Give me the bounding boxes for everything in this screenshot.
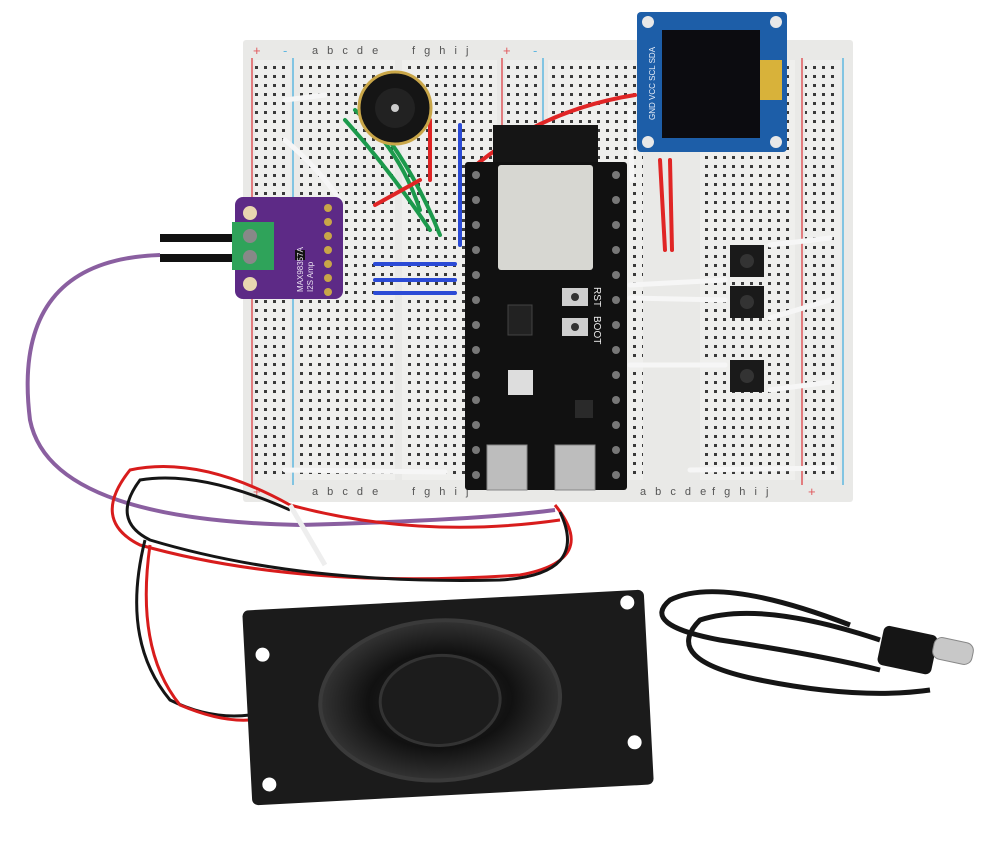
esp32-devboard: RST BOOT bbox=[465, 125, 627, 491]
rst-label: RST bbox=[591, 287, 602, 307]
usb-c-port bbox=[554, 444, 596, 491]
i2s-microphone bbox=[357, 70, 433, 146]
oled-display: GND VCC SCL SDA bbox=[637, 12, 787, 152]
boot-label: BOOT bbox=[591, 316, 602, 344]
minus-label: - bbox=[283, 43, 287, 58]
column-letters: a b c d e bbox=[312, 45, 381, 57]
column-letters: a b c d e bbox=[312, 486, 381, 498]
usb-c-plug bbox=[932, 637, 974, 665]
speaker bbox=[242, 589, 654, 806]
oled-pin-labels: GND VCC SCL SDA bbox=[648, 46, 657, 120]
usb-c-port bbox=[486, 444, 528, 491]
amplifier-label: MAX98357A bbox=[296, 246, 305, 292]
esp32-module-shield bbox=[498, 165, 593, 270]
plus-label: + bbox=[503, 43, 511, 58]
minus-label: - bbox=[533, 43, 537, 58]
column-letters: f g h i j bbox=[412, 486, 471, 498]
usb-c-connector bbox=[877, 625, 938, 675]
oled-screen bbox=[662, 30, 760, 138]
amplifier-sublabel: I2S Amp bbox=[306, 261, 315, 292]
usb-c-cable bbox=[659, 589, 974, 696]
column-letters: a b c d e bbox=[640, 486, 709, 498]
column-letters: f g h i j bbox=[712, 486, 771, 498]
plus-label: + bbox=[253, 43, 261, 58]
speaker-wires bbox=[25, 253, 573, 722]
power-rail-right bbox=[805, 60, 840, 480]
plus-label: + bbox=[253, 484, 261, 499]
plus-label: + bbox=[808, 484, 816, 499]
push-buttons bbox=[730, 245, 764, 392]
column-letters: f g h i j bbox=[412, 45, 471, 57]
max98357a-amplifier: MAX98357A I2S Amp bbox=[160, 197, 343, 299]
